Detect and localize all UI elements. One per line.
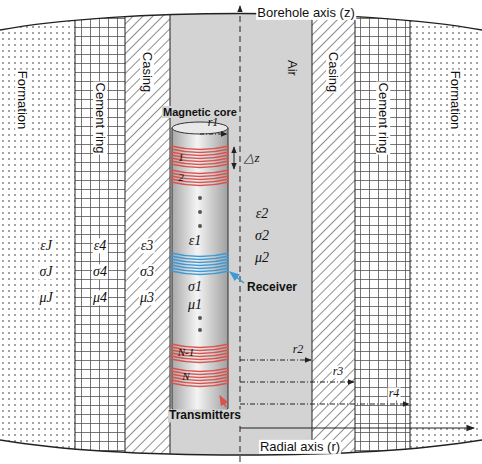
label: 2	[177, 171, 185, 183]
label: ε4	[93, 238, 108, 253]
label: N	[181, 370, 190, 382]
dz-arrow	[234, 147, 235, 169]
label: σ3	[139, 264, 155, 279]
cement-layer	[355, 0, 410, 464]
label: μ1	[187, 297, 203, 312]
radius-arrow	[240, 382, 354, 383]
label: Radial axis (r)	[259, 440, 341, 454]
label: Transmitters	[168, 409, 242, 422]
receiver-pointer	[230, 272, 244, 283]
coil-turn	[171, 265, 229, 269]
layer-boundary	[75, 0, 410, 464]
formation-layer	[410, 0, 482, 464]
label: μ2	[254, 250, 270, 265]
casing-layer	[312, 0, 355, 464]
coil-windings	[171, 146, 229, 387]
formation-layer	[0, 0, 75, 464]
label: μ4	[92, 290, 108, 305]
coil-turn	[171, 271, 229, 275]
coil-turn	[171, 368, 229, 372]
label: 1	[177, 151, 185, 163]
label: △z	[243, 151, 260, 165]
coil-turn	[171, 256, 229, 260]
label: μJ	[38, 290, 53, 305]
label: Magnetic core	[162, 106, 238, 118]
coil-turn	[171, 359, 229, 363]
coil-turn	[171, 374, 229, 378]
label: μ3	[139, 290, 155, 305]
label: r4	[388, 387, 401, 400]
core-top	[172, 122, 228, 134]
label: ε1	[188, 233, 203, 248]
label: εJ	[39, 238, 53, 253]
label: ε2	[255, 206, 270, 221]
label: r3	[332, 365, 345, 378]
coil-turn	[171, 253, 229, 257]
coil-turn	[171, 383, 229, 387]
air-layer	[170, 0, 312, 464]
coil-turn	[171, 268, 229, 272]
label: ε3	[140, 238, 155, 253]
coil-turn	[171, 262, 229, 266]
coil-turn	[171, 259, 229, 263]
label: r2	[292, 343, 305, 356]
casing-layer	[125, 0, 170, 464]
coil-turn	[171, 380, 229, 384]
radius-arrow	[240, 404, 409, 405]
cement-layer	[75, 0, 125, 464]
magnetic-core	[172, 128, 228, 414]
borehole-axis	[240, 6, 241, 462]
boundary-curve	[0, 14, 482, 31]
label: Formation	[448, 70, 462, 131]
label: N-1	[177, 346, 196, 358]
label: Cement ring	[376, 82, 390, 155]
label: σJ	[38, 264, 53, 279]
radius-arrow	[200, 134, 227, 135]
coil-turn	[171, 377, 229, 381]
label: r1	[207, 116, 220, 129]
label: σ4	[92, 264, 108, 279]
coil-turn	[171, 371, 229, 375]
label: σ1	[187, 279, 203, 294]
label: Formation	[15, 70, 29, 131]
radial-axis	[240, 427, 474, 428]
label: Borehole axis (z)	[256, 6, 356, 20]
coil-turn	[171, 146, 229, 150]
label: Casing	[326, 51, 340, 93]
radius-arrow	[240, 360, 311, 361]
label: Air	[285, 59, 299, 77]
boundary-curve	[0, 440, 482, 455]
coil-turn	[171, 164, 229, 168]
label: σ2	[254, 228, 270, 243]
label: Casing	[140, 51, 154, 93]
label: Receiver	[246, 281, 298, 294]
label: Cement ring	[93, 82, 107, 155]
transmitter-pointer	[220, 396, 226, 407]
